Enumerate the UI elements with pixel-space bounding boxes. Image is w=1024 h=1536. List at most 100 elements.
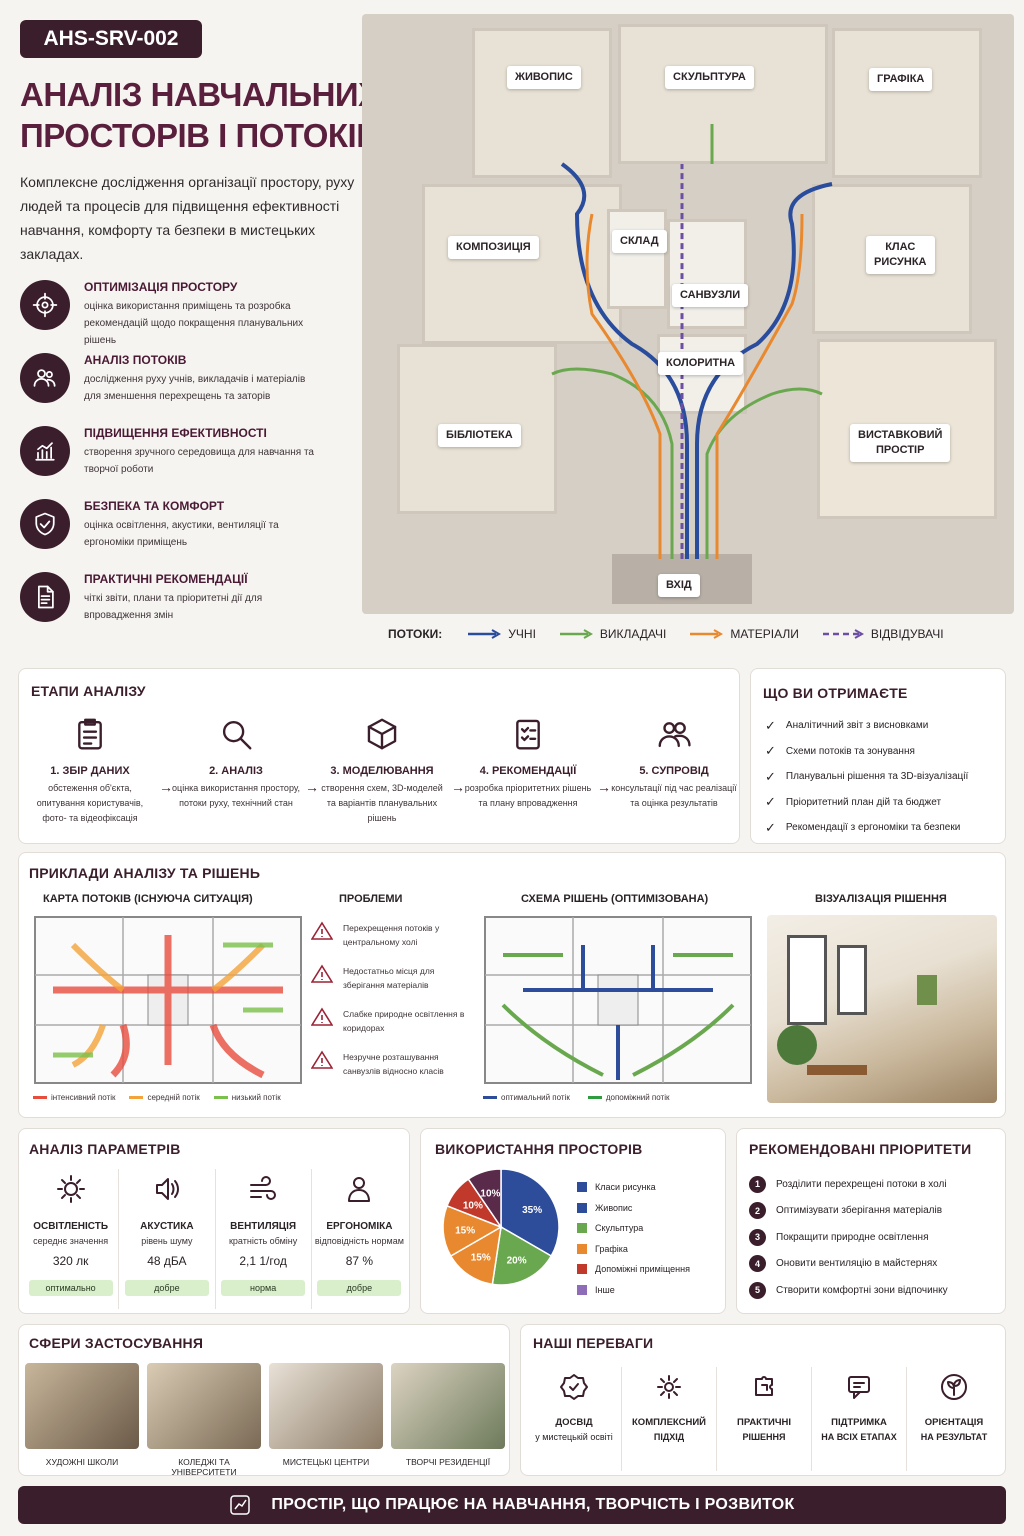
param-value: 320 лк [52,1254,89,1268]
pie-label: 10% [480,1189,500,1200]
advantage-item: ОРІЄНТАЦІЯ НА РЕЗУЛЬТАТ [907,1367,1001,1471]
visual-title: ВІЗУАЛІЗАЦІЯ РІШЕННЯ [815,893,947,905]
puzzle-icon [755,1376,773,1396]
advantage-sub: у мистецькій освіті [535,1432,613,1442]
sphere-photo [147,1363,261,1449]
pie-legend-item: Інше [577,1280,727,1301]
stage-title: 2. АНАЛІЗ [209,765,263,777]
flow-legend: ПОТОКИ: УЧНІ ВИКЛАДАЧІ МАТЕРІАЛИ ВІДВІДУ… [388,624,1008,644]
warning-icon [311,1007,333,1026]
param-status: добре [317,1280,402,1296]
param-sub: середнє значення [33,1236,109,1246]
examples-card: ПРИКЛАДИ АНАЛІЗУ ТА РІШЕНЬ КАРТА ПОТОКІВ… [18,852,1006,1118]
legend-label: Скульптура [595,1223,644,1234]
title-line-2: ПРОСТОРІВ І ПОТОКІВ [20,117,380,154]
teachers-line [559,629,593,639]
deliverable-item: ✓Пріоритетний план дій та бюджет [765,790,1001,816]
param-value: 48 дБА [147,1254,187,1268]
legend-swatch [577,1182,587,1193]
painting [917,975,937,1005]
advantage-title: ПРАКТИЧНІ [736,1417,792,1428]
warning-icon [311,1050,333,1069]
materials-line [690,629,724,639]
solution-legend: оптимальний потік допоміжний потік [483,1093,669,1102]
stage-title: 4. РЕКОМЕНДАЦІЇ [479,765,577,777]
flow-map-existing [34,916,302,1084]
pie-slice [449,1225,502,1286]
legend-teachers: ВИКЛАДАЧІ [599,627,667,641]
stage-arrow: → [451,779,465,795]
stage-desc: оцінка використання простору, потоки рух… [172,783,300,808]
pie-legend-item: Скульптура [577,1218,727,1239]
param-value: 87 % [345,1254,374,1268]
problem-item: Незручне розташування санвузлів відносно… [311,1050,471,1093]
chart-icon [35,442,55,461]
spheres-title: СФЕРИ ЗАСТОСУВАННЯ [29,1335,204,1351]
feature-desc: створення зручного середовища для навчан… [84,447,314,475]
badge-icon [560,1374,588,1400]
sphere-photo [391,1363,505,1449]
legend-medium: середній потік [129,1093,200,1102]
flow-map-title: КАРТА ПОТОКІВ (ІСНУЮЧА СИТУАЦІЯ) [43,893,253,905]
solution-visualization-photo [767,915,997,1103]
advantage-title: ОРІЄНТАЦІЯ [924,1417,984,1428]
solution-map [484,916,752,1084]
growth-icon [230,1495,251,1515]
pie-label: 15% [455,1226,475,1237]
label-painting: ЖИВОПИС [507,66,581,89]
sprout-icon [941,1374,967,1400]
deliverable-text: Планувальні рішення та 3D-візуалізації [785,771,969,783]
legend-high: інтенсивний потік [33,1093,115,1102]
stage-arrow: → [159,779,173,795]
param-name: ОСВІТЛЕНІСТЬ [33,1221,109,1232]
advantage-sub: ПІДХІД [653,1432,685,1442]
feature-icon-circle [20,426,70,476]
search-icon [222,720,252,750]
stage-desc: створення схем, 3D-моделей та варіантів … [321,783,443,823]
flow-map-legend: інтенсивний потік середній потік низький… [33,1093,281,1102]
window-2 [837,945,867,1015]
window-1 [787,935,827,1025]
advantage-title: КОМПЛЕКСНИЙ [632,1417,706,1428]
stage-arrow: → [305,779,319,795]
legend-visitors: ВІДВІДУВАЧІ [870,627,944,641]
param-sub: відповідність нормам [314,1236,404,1246]
advantage-item: КОМПЛЕКСНИЙ ПІДХІД [622,1367,717,1471]
param-name: ЕРГОНОМІКА [326,1221,393,1232]
feature-icon-circle [20,499,70,549]
warning-icon [311,964,333,983]
feature-title: БЕЗПЕКА ТА КОМФОРТ [84,499,225,513]
solution-title: СХЕМА РІШЕНЬ (ОПТИМІЗОВАНА) [521,893,709,905]
pie-slice [500,1168,560,1258]
sphere-photo [25,1363,139,1449]
feature-icon-circle [20,353,70,403]
check-icon: ✓ [765,768,776,784]
students-line [468,629,502,639]
advantage-sub: НА РЕЗУЛЬТАТ [920,1432,988,1442]
legend-label: Допоміжні приміщення [595,1264,690,1275]
page-subtitle: Комплексне дослідження організації прост… [20,174,355,262]
problem-text: Слабке природне освітлення в коридорах [343,1009,465,1033]
deliverable-text: Рекомендації з ергономіки та безпеки [785,822,961,834]
legend-swatch [577,1223,587,1234]
check-icon: ✓ [765,717,776,733]
space-usage-title: ВИКОРИСТАННЯ ПРОСТОРІВ [435,1141,643,1157]
problems-title: ПРОБЛЕМИ [339,893,403,905]
stage-arrow: → [597,779,611,795]
space-usage-card: ВИКОРИСТАННЯ ПРОСТОРІВ 35%20%15%15%10%10… [420,1128,726,1314]
advantage-sub: НА ВСІХ ЕТАПАХ [821,1432,897,1442]
legend-label: Живопис [595,1202,633,1213]
pie-legend-item: Допоміжні приміщення [577,1259,727,1280]
room-composition [422,184,622,344]
sphere-item: ХУДОЖНІ ШКОЛИ [25,1363,139,1473]
